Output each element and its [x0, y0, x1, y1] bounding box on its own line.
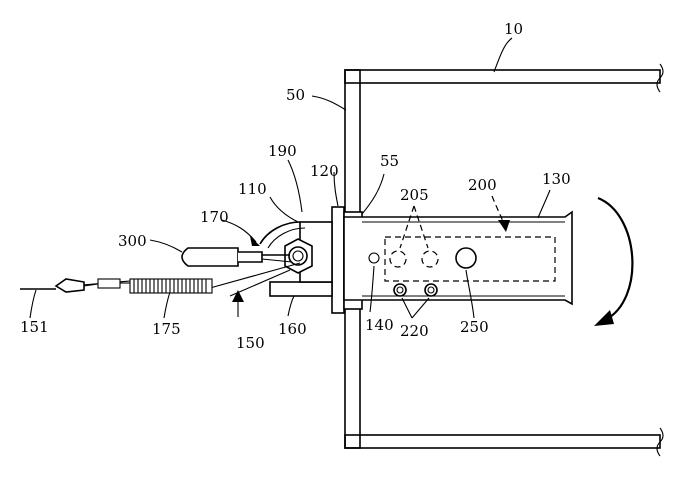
leader-300 [149, 239, 183, 253]
bolt-220-b [424, 283, 438, 297]
label-120: 120 [310, 162, 339, 180]
label-300: 300 [118, 232, 147, 250]
bolt-220-b-inner [427, 286, 435, 294]
rotation-arc [597, 196, 634, 321]
break-mark-top [656, 63, 664, 93]
hole-250 [455, 247, 477, 269]
leader-205 [399, 205, 429, 249]
cable-assembly [20, 247, 301, 297]
label-200: 200 [468, 176, 497, 194]
tube-130 [343, 210, 573, 306]
plate-120 [331, 206, 345, 314]
label-220: 220 [400, 322, 429, 340]
leader-250 [465, 269, 475, 319]
reference-numerals: 10 50 55 110 120 130 140 150 151 160 170… [20, 20, 571, 352]
wire-170b [261, 258, 293, 263]
left-wall-lower [344, 304, 361, 449]
label-140: 140 [365, 316, 394, 334]
label-151: 151 [20, 318, 49, 336]
leader-160 [287, 295, 295, 317]
leader-130 [537, 189, 551, 219]
clip-151 [54, 278, 85, 293]
leader-190 [287, 159, 303, 213]
label-250: 250 [460, 318, 489, 336]
bracket-assembly [259, 221, 333, 297]
label-190: 190 [268, 142, 297, 160]
leader-50 [311, 95, 347, 111]
arm-190-inner [267, 227, 306, 249]
label-110: 110 [238, 180, 267, 198]
label-160: 160 [278, 320, 307, 338]
nut-bore [292, 250, 304, 262]
sensor-neck [238, 251, 263, 263]
leader-150-arrow [232, 290, 244, 302]
leader-151 [29, 289, 37, 319]
bottom-wall [344, 434, 661, 449]
sensor-300 [181, 247, 239, 267]
leader-170 [221, 219, 257, 243]
hole-140 [368, 252, 380, 264]
leader-55 [361, 173, 385, 215]
leader-175 [163, 291, 171, 319]
bolt-220-a-inner [396, 286, 404, 294]
leader-200-arrow [498, 220, 510, 232]
label-150: 150 [236, 334, 265, 352]
hole-205-a [389, 250, 407, 268]
label-170: 170 [200, 208, 229, 226]
hole-205-b [421, 250, 439, 268]
top-wall [344, 69, 661, 84]
leader-140 [369, 265, 375, 313]
label-175: 175 [152, 320, 181, 338]
label-10: 10 [504, 20, 523, 38]
leader-10 [493, 37, 513, 73]
clip-link [83, 283, 99, 287]
break-mark-bottom [656, 427, 664, 457]
leaders [29, 37, 551, 319]
label-205: 205 [400, 186, 429, 204]
label-55: 55 [380, 152, 399, 170]
spring-coils [133, 279, 207, 293]
rotation-arrowhead [594, 310, 614, 326]
leader-200 [491, 195, 505, 225]
left-wall-upper [344, 69, 361, 216]
bolt-220-a [393, 283, 407, 297]
arm-190 [259, 221, 301, 245]
leader-170-arrow [250, 236, 260, 246]
inner-unit-200 [384, 236, 556, 282]
leader-110 [269, 196, 299, 223]
rotation-arrow [594, 196, 634, 326]
label-130: 130 [542, 170, 571, 188]
spring-175 [129, 278, 213, 294]
bracket-160 [269, 281, 333, 297]
leader-220 [401, 297, 430, 319]
crimp-sleeve [97, 278, 121, 289]
leader-120 [333, 171, 339, 207]
nut-washer [288, 246, 308, 266]
label-50: 50 [286, 86, 305, 104]
